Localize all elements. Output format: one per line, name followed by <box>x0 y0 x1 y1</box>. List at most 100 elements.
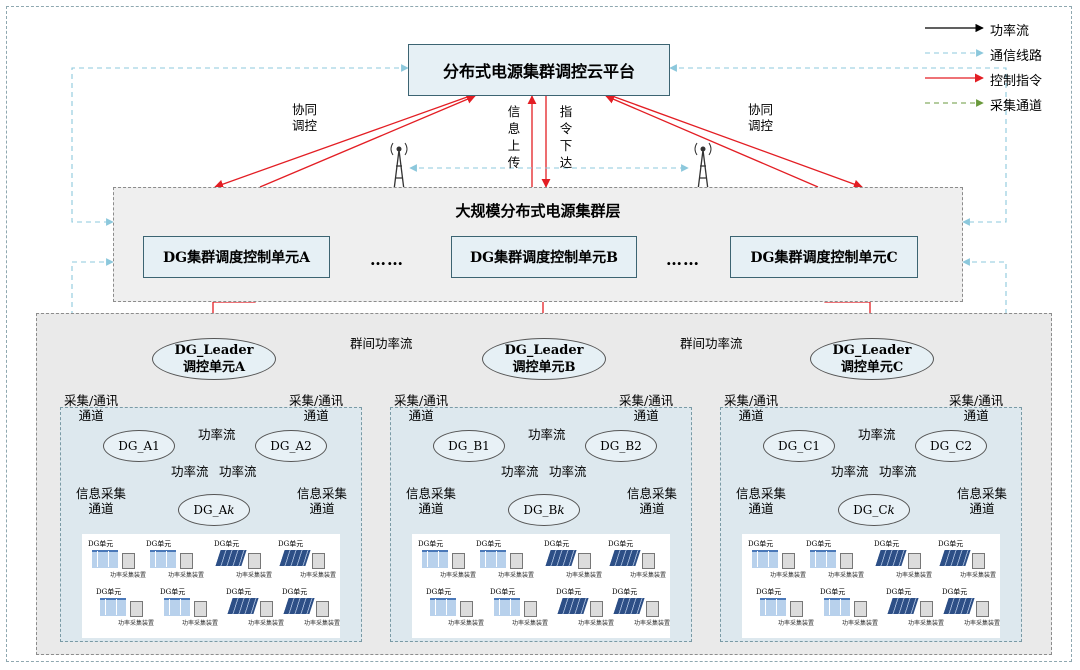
dg-unit-cell: DG单元功率采集装置 <box>556 588 615 630</box>
control-line-left <box>214 95 471 189</box>
collector-device-icon <box>646 601 659 617</box>
dg-node-b2: DG_B2 <box>585 430 657 462</box>
solar-panel-icon <box>215 550 247 566</box>
collector-device-icon <box>790 601 803 617</box>
collector-device-icon <box>260 601 273 617</box>
dg-unit-cell: DG单元功率采集装置 <box>282 588 341 630</box>
solar-panel-icon <box>227 598 259 614</box>
collector-device-icon <box>578 553 591 569</box>
dg-unit-cell: DG单元功率采集装置 <box>226 588 284 630</box>
solar-panel-icon <box>875 550 907 566</box>
channel-label-left: 采集/通讯通道 <box>394 393 449 423</box>
dg-node-a2: DG_A2 <box>255 430 327 462</box>
leader-node-c: DG_Leader 调控单元C <box>810 338 934 380</box>
dg-unit-cell: DG单元功率采集装置 <box>160 588 219 630</box>
collector-device-icon <box>248 553 261 569</box>
flow-label-left: 功率流 <box>501 464 539 479</box>
dg-unit-title: DG单元 <box>756 588 782 596</box>
dg-unit-caption: 功率采集装置 <box>828 572 865 579</box>
wind-farm-icon <box>164 598 190 616</box>
dg-unit-title: DG单元 <box>214 540 240 548</box>
dg-unit-caption: 功率采集装置 <box>304 620 341 627</box>
dg-unit-cell: DG单元功率采集装置 <box>608 540 666 582</box>
wind-farm-icon <box>494 598 520 616</box>
dg-unit-title: DG单元 <box>608 540 634 548</box>
dg-unit-title: DG单元 <box>886 588 912 596</box>
dg-unit-caption: 功率采集装置 <box>778 620 815 627</box>
dg-unit-cell: DG单元功率采集装置 <box>278 540 336 582</box>
dg-unit-cell: DG单元功率采集装置 <box>544 540 603 582</box>
dg-unit-title: DG单元 <box>278 540 304 548</box>
collector-device-icon <box>194 601 207 617</box>
dg-unit-cell: DG单元功率采集装置 <box>214 540 272 582</box>
dg-unit-cell: DG单元功率采集装置 <box>806 540 865 582</box>
channel-label-right: 采集/通讯通道 <box>949 393 1004 423</box>
wind-farm-icon <box>752 550 778 568</box>
dg-unit-cell: DG单元功率采集装置 <box>490 588 549 630</box>
info-upload-label: 信 息 上 传 <box>507 104 521 170</box>
dg-unit-title: DG单元 <box>160 588 186 596</box>
collector-device-icon <box>312 553 325 569</box>
wind-farm-icon <box>810 550 836 568</box>
dg-unit-title: DG单元 <box>874 540 900 548</box>
solar-panel-icon <box>279 550 311 566</box>
dg-unit-title: DG单元 <box>748 540 774 548</box>
dg-unit-title: DG单元 <box>426 588 452 596</box>
dg-unit-title: DG单元 <box>146 540 172 548</box>
dg-unit-title: DG单元 <box>544 540 570 548</box>
wind-farm-icon <box>100 598 126 616</box>
collector-device-icon <box>510 553 523 569</box>
wind-farm-icon <box>480 550 506 568</box>
solar-panel-icon <box>939 550 971 566</box>
channel-label-right: 采集/通讯通道 <box>619 393 674 423</box>
dg-unit-cell: DG单元功率采集装置 <box>96 588 154 630</box>
dg-node-b1: DG_B1 <box>433 430 505 462</box>
dg-unit-title: DG单元 <box>490 588 516 596</box>
dg-unit-caption: 功率采集装置 <box>182 620 219 627</box>
dg-unit-caption: 功率采集装置 <box>960 572 997 579</box>
wind-farm-icon <box>150 550 176 568</box>
collector-device-icon <box>316 601 329 617</box>
info-label-left: 信息采集通道 <box>76 486 127 516</box>
info-label-right: 信息采集通道 <box>297 486 348 516</box>
legend-item-power: 功率流 <box>990 24 1030 39</box>
dg-unit-title: DG单元 <box>282 588 308 596</box>
wind-farm-icon <box>92 550 118 568</box>
collector-device-icon <box>782 553 795 569</box>
dg-unit-caption: 功率采集装置 <box>578 620 615 627</box>
dg-unit-caption: 功率采集装置 <box>448 620 485 627</box>
inter-flow-label-ab: 群间功率流 <box>350 336 413 351</box>
coop-left-line1: 协同 <box>292 102 318 117</box>
channel-label-left: 采集/通讯通道 <box>724 393 779 423</box>
coop-right-line2: 调控 <box>748 118 774 133</box>
flow-label-left: 功率流 <box>831 464 869 479</box>
dg-node-c2: DG_C2 <box>915 430 987 462</box>
dg-unit-caption: 功率采集装置 <box>896 572 933 579</box>
dg-unit-caption: 功率采集装置 <box>512 620 549 627</box>
dg-unit-cell: DG单元功率采集装置 <box>476 540 534 582</box>
solar-panel-icon <box>545 550 577 566</box>
collector-device-icon <box>524 601 537 617</box>
dg-unit-title: DG单元 <box>942 588 968 596</box>
channel-label-left: 采集/通讯通道 <box>64 393 119 423</box>
dg-unit-caption: 功率采集装置 <box>566 572 603 579</box>
outer-frame <box>6 6 1072 662</box>
dg-unit-caption: 功率采集装置 <box>440 572 477 579</box>
coop-left-line2: 调控 <box>292 118 318 133</box>
dg-unit-title: DG单元 <box>556 588 582 596</box>
dg-unit-cell: DG单元功率采集装置 <box>426 588 485 630</box>
ellipsis-left: …… <box>370 250 404 269</box>
dg-unit-title: DG单元 <box>96 588 122 596</box>
cluster-unit-a: DG集群调度控制单元A <box>143 236 330 278</box>
info-label-left: 信息采集通道 <box>736 486 787 516</box>
leader-node-b: DG_Leader 调控单元B <box>482 338 606 380</box>
dg-unit-cell: DG单元功率采集装置 <box>820 588 878 630</box>
cluster-unit-b: DG集群调度控制单元B <box>451 236 637 278</box>
flow-label-right: 功率流 <box>549 464 587 479</box>
leader-node-a: DG_Leader 调控单元A <box>152 338 276 380</box>
